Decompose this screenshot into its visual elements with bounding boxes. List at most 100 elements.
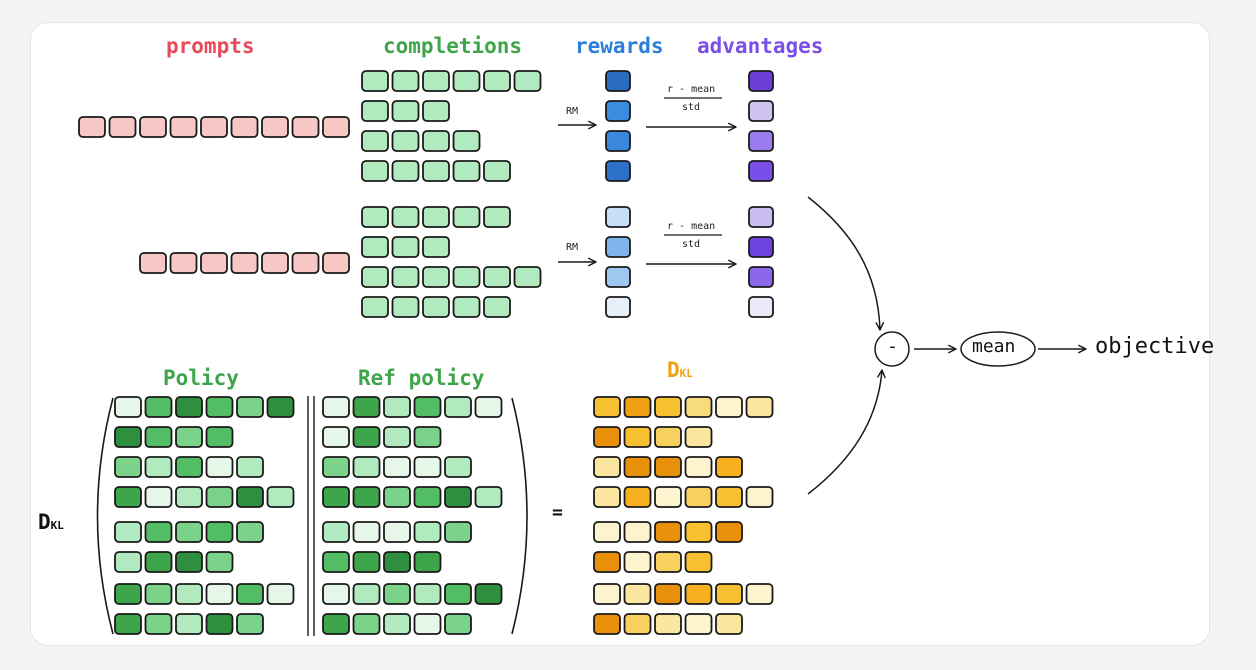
- policy-logprob-cell: [114, 551, 142, 573]
- prompt-token: [322, 116, 350, 138]
- completion-token: [361, 236, 389, 258]
- dkl-cell: [684, 583, 713, 605]
- ref-policy-logprob-cell: [413, 456, 442, 478]
- dkl-cell: [745, 396, 774, 418]
- advantage-cell: [748, 130, 774, 152]
- ref-policy-logprob-cell: [352, 521, 381, 543]
- policy-logprob-cell: [236, 521, 264, 543]
- policy-logprob-cell: [205, 551, 234, 573]
- dkl-cell: [593, 486, 621, 508]
- dkl-top-symbol: D: [667, 358, 680, 382]
- prompt-token: [169, 252, 198, 274]
- ref-policy-logprob-cell: [352, 456, 381, 478]
- advantage-cell: [748, 70, 774, 92]
- advantages-to-minus-arrow: [807, 196, 885, 331]
- dkl-cell: [654, 456, 682, 478]
- ref-policy-logprob-cell: [413, 486, 442, 508]
- ref-policy-logprob-cell: [352, 486, 381, 508]
- ref-policy-logprob-cell: [383, 551, 411, 573]
- dkl-cell: [623, 613, 652, 635]
- completion-token: [513, 266, 542, 288]
- prompt-token: [200, 252, 228, 274]
- dkl-left-label: DKL: [38, 510, 64, 534]
- prompt-token: [261, 116, 289, 138]
- policy-logprob-cell: [205, 486, 234, 508]
- ref-policy-label: Ref policy: [358, 366, 485, 390]
- dkl-cell: [684, 396, 713, 418]
- ref-policy-logprob-cell: [444, 486, 472, 508]
- policy-logprob-cell: [114, 456, 142, 478]
- completion-token: [483, 206, 511, 228]
- policy-logprob-cell: [114, 396, 142, 418]
- policy-logprob-cell: [205, 583, 234, 605]
- completion-token: [483, 296, 511, 318]
- ref-policy-logprob-cell: [413, 521, 442, 543]
- completion-token: [391, 130, 420, 152]
- dkl-cell: [715, 396, 743, 418]
- completion-token: [391, 206, 420, 228]
- advantages-label: advantages: [697, 34, 824, 58]
- policy-logprob-cell: [175, 486, 203, 508]
- policy-logprob-cell: [144, 396, 173, 418]
- completion-token: [391, 236, 420, 258]
- policy-logprob-cell: [144, 486, 173, 508]
- completions-label: completions: [383, 34, 523, 58]
- dkl-cell: [654, 486, 682, 508]
- ref-policy-logprob-cell: [444, 613, 472, 635]
- ref-policy-logprob-cell: [474, 396, 503, 418]
- ref-policy-logprob-cell: [413, 426, 442, 448]
- dkl-cell: [715, 583, 743, 605]
- policy-logprob-cell: [175, 396, 203, 418]
- prompt-token: [261, 252, 289, 274]
- dkl-cell: [715, 456, 743, 478]
- completion-token: [361, 266, 389, 288]
- policy-logprob-cell: [236, 396, 264, 418]
- policy-logprob-cell: [144, 613, 173, 635]
- completion-token: [361, 100, 389, 122]
- norm-numerator-2: r - mean: [667, 221, 716, 232]
- reward-cell: [605, 160, 631, 182]
- dkl-cell: [684, 551, 713, 573]
- dkl-cell: [593, 426, 621, 448]
- dkl-cell: [654, 426, 682, 448]
- policy-logprob-cell: [144, 583, 173, 605]
- dkl-cell: [654, 396, 682, 418]
- completion-token: [422, 266, 450, 288]
- policy-logprob-cell: [236, 456, 264, 478]
- completion-token: [361, 160, 389, 182]
- ref-policy-logprob-cell: [413, 396, 442, 418]
- policy-logprob-cell: [175, 583, 203, 605]
- ref-policy-logprob-cell: [383, 426, 411, 448]
- policy-logprob-cell: [144, 521, 173, 543]
- ref-policy-logprob-cell: [322, 613, 350, 635]
- policy-logprob-cell: [236, 613, 264, 635]
- dkl-cell: [715, 613, 743, 635]
- completion-token: [422, 206, 450, 228]
- ref-policy-logprob-cell: [352, 426, 381, 448]
- prompt-token: [139, 116, 167, 138]
- ref-policy-logprob-cell: [444, 583, 472, 605]
- ref-policy-logprob-cell: [352, 583, 381, 605]
- minus-sign: -: [887, 336, 898, 357]
- policy-logprob-cell: [266, 486, 295, 508]
- prompt-token: [200, 116, 228, 138]
- dkl-cell: [623, 486, 652, 508]
- mean-ellipse: [960, 331, 1036, 367]
- dkl-cell: [684, 521, 713, 543]
- completion-token: [452, 130, 481, 152]
- ref-policy-logprob-cell: [444, 521, 472, 543]
- completion-token: [452, 160, 481, 182]
- policy-logprob-cell: [114, 486, 142, 508]
- ref-policy-logprob-cell: [352, 551, 381, 573]
- completion-token: [422, 70, 450, 92]
- prompt-token: [108, 116, 137, 138]
- completion-token: [452, 266, 481, 288]
- norm-denominator-2: std: [682, 239, 701, 250]
- dkl-left-subscript: KL: [50, 519, 64, 532]
- completion-token: [391, 100, 420, 122]
- reward-cell: [605, 100, 631, 122]
- policy-logprob-cell: [175, 521, 203, 543]
- policy-logprob-cell: [114, 521, 142, 543]
- reward-cell: [605, 296, 631, 318]
